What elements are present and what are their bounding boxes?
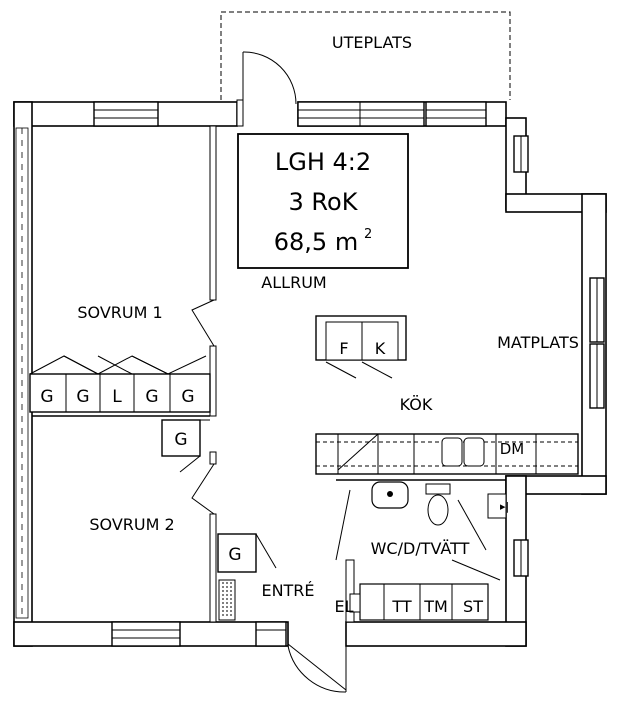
windows xyxy=(93,101,605,647)
bathroom-fixtures: ▸| xyxy=(371,481,509,581)
left-wall-hatch xyxy=(15,127,29,619)
wardrobe-row: G G L G G xyxy=(29,355,211,413)
balcony-door[interactable] xyxy=(236,51,297,127)
entrance-door[interactable] xyxy=(287,643,347,693)
dishwasher-label: DM xyxy=(500,440,525,458)
fridge-freezer: F K xyxy=(315,315,407,379)
wardrobe-label: L xyxy=(112,387,122,407)
kitchen-counter: DM xyxy=(315,433,579,475)
wardrobe-single: G xyxy=(161,419,210,473)
wardrobe-single-label: G xyxy=(174,430,187,450)
room-uteplats: UTEPLATS xyxy=(332,33,412,52)
fridge-label: F xyxy=(339,339,348,358)
st-label: ST xyxy=(463,597,483,616)
patio-outline xyxy=(220,11,511,100)
tt-label: TT xyxy=(391,597,411,616)
laundry-row: EL TT TM ST xyxy=(334,583,489,621)
area-sup: 2 xyxy=(364,227,372,242)
freezer-label: K xyxy=(375,339,386,358)
tm-label: TM xyxy=(423,597,448,616)
room-count: 3 RoK xyxy=(289,188,359,216)
el-label: EL xyxy=(334,597,353,616)
area: 68,5 m xyxy=(274,228,358,256)
wardrobe-label: G xyxy=(76,387,89,407)
room-allrum: ALLRUM xyxy=(261,273,326,292)
wardrobe-label: G xyxy=(145,387,158,407)
room-entre: ENTRÉ xyxy=(261,581,314,600)
wardrobe-label: G xyxy=(181,387,194,407)
room-sovrum-2: SOVRUM 2 xyxy=(89,515,174,534)
room-matplats: MATPLATS xyxy=(497,333,579,352)
wardrobe-entre: G xyxy=(217,533,277,621)
apartment-info-box: LGH 4:2 3 RoK 68,5 m 2 xyxy=(237,133,409,269)
wardrobe-entre-label: G xyxy=(228,545,241,565)
apartment-id: LGH 4:2 xyxy=(275,148,371,176)
wardrobe-label: G xyxy=(40,387,53,407)
room-sovrum-1: SOVRUM 1 xyxy=(77,303,162,322)
room-wc: WC/D/TVÄTT xyxy=(371,539,470,558)
vent-icon: ▸| xyxy=(500,500,509,513)
room-kok: KÖK xyxy=(400,395,433,414)
interior-walls xyxy=(32,125,507,623)
